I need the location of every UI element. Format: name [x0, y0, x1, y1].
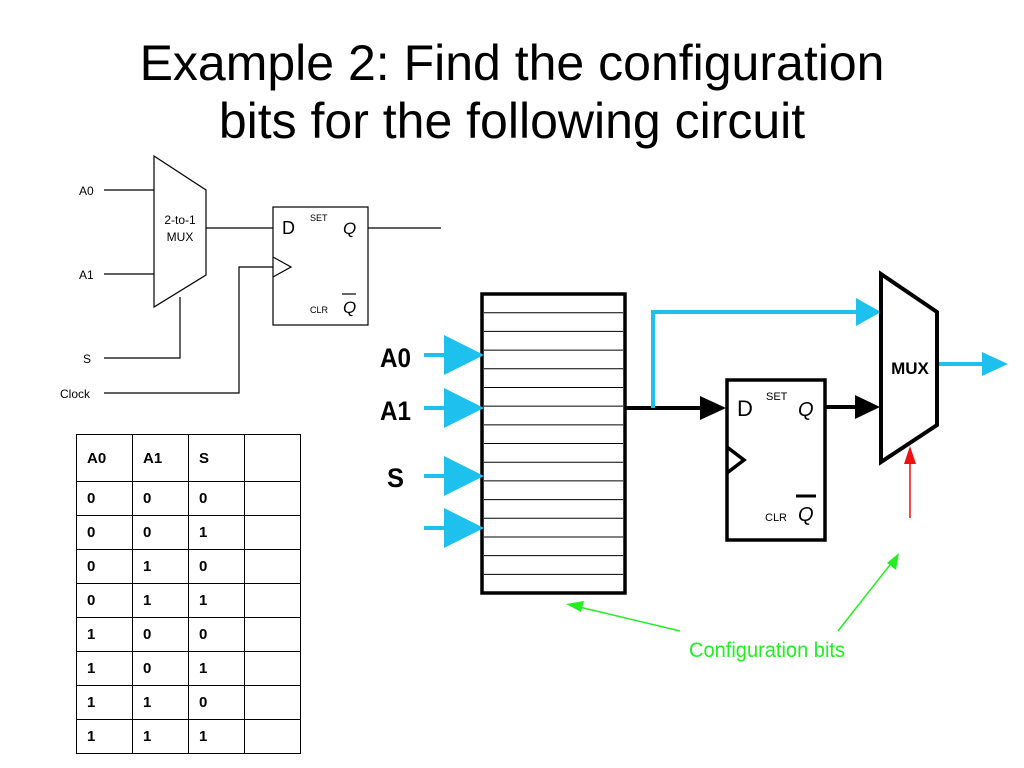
- truth-table-cell: 0: [132, 515, 189, 550]
- title-line-1: Example 2: Find the configuration: [139, 35, 885, 91]
- truth-table-cell: 0: [188, 617, 245, 652]
- ff-right-q: Q: [798, 399, 814, 421]
- label-a0-right: A0: [380, 343, 411, 373]
- wire-clock-left: [104, 266, 273, 394]
- truth-table-cell: [244, 481, 301, 516]
- truth-table-cell: 1: [132, 583, 189, 618]
- ff-left-q: Q: [343, 219, 356, 238]
- mux-right-label: MUX: [891, 359, 929, 378]
- ff-right-qbar: Q: [798, 504, 814, 526]
- label-a1-right: A1: [380, 396, 411, 426]
- truth-table-cell: [244, 617, 301, 652]
- truth-table-cell: 0: [76, 583, 133, 618]
- left-circuit: 2-to-1 MUX A0 A1 S Clock D SET Q CLR Q: [60, 154, 441, 401]
- truth-table-cell: 1: [132, 549, 189, 584]
- truth-table-header-cell: S: [188, 434, 245, 482]
- lut-block: [480, 292, 627, 595]
- green-arrow-to-mux: [837, 560, 894, 632]
- label-a1-left: A1: [79, 268, 94, 282]
- truth-table-header-cell: A1: [132, 434, 189, 482]
- ff-left-set: SET: [310, 213, 328, 223]
- configuration-bits-label: Configuration bits: [689, 639, 845, 662]
- mux-right-shape: [879, 270, 939, 466]
- label-clock-left: Clock: [60, 387, 91, 401]
- arrowhead-ff-to-mux: [855, 395, 880, 419]
- truth-table-cell: [244, 583, 301, 618]
- truth-table-cell: 1: [76, 617, 133, 652]
- truth-table-cell: 0: [188, 549, 245, 584]
- arrowhead-lut-to-ff: [700, 396, 726, 420]
- truth-table-cell: [244, 719, 301, 754]
- label-s-right: S: [387, 463, 404, 493]
- arrowhead-mux-output: [982, 352, 1008, 376]
- slide-title: Example 2: Find the configuration bits f…: [0, 34, 1024, 150]
- right-circuit: A0 A1 S D SET Q CLR Q MUX: [380, 270, 1008, 662]
- title-line-2: bits for the following circuit: [218, 93, 806, 149]
- truth-table-cell: 0: [188, 685, 245, 720]
- ff-left-clr: CLR: [310, 305, 329, 315]
- truth-table-cell: 0: [132, 617, 189, 652]
- ff-left-d: D: [282, 218, 295, 238]
- wire-bypass-to-mux: [651, 310, 862, 408]
- mux-left-shape: [153, 154, 207, 309]
- truth-table-cell: 0: [132, 481, 189, 516]
- truth-table-cell: 1: [188, 583, 245, 618]
- ff-right-clr: CLR: [765, 512, 787, 524]
- truth-table-cell: 0: [76, 549, 133, 584]
- green-arrowhead-mux: [887, 553, 899, 570]
- truth-table-cell: 1: [132, 719, 189, 754]
- truth-table-cell: 1: [76, 651, 133, 686]
- truth-table-cell: [244, 651, 301, 686]
- truth-table-cell: 0: [76, 515, 133, 550]
- clock-triangle-left: [272, 256, 293, 278]
- wire-s-left: [104, 297, 181, 359]
- truth-table-header-cell: A0: [76, 434, 133, 482]
- label-a0-left: A0: [79, 184, 94, 198]
- lut-row-lines: [484, 312, 623, 575]
- truth-table-cell: 0: [76, 481, 133, 516]
- green-arrowhead-lut: [566, 601, 584, 612]
- ff-right-set: SET: [766, 391, 788, 403]
- truth-table-cell: 1: [76, 685, 133, 720]
- truth-table-cell: 1: [132, 685, 189, 720]
- truth-table-cell: 0: [188, 481, 245, 516]
- truth-table-cell: 1: [188, 515, 245, 550]
- truth-table-cell: 1: [188, 651, 245, 686]
- truth-table-cell: [244, 515, 301, 550]
- mux-left-label-1: 2-to-1: [164, 213, 196, 227]
- ff-right-d: D: [737, 396, 753, 421]
- truth-table-cell: 0: [132, 651, 189, 686]
- truth-table-cell: [244, 549, 301, 584]
- red-select-arrowhead: [904, 446, 916, 464]
- truth-table-cell: [244, 685, 301, 720]
- truth-table-header-cell: [244, 434, 301, 482]
- truth-table-cell: 1: [76, 719, 133, 754]
- truth-table-cell: 1: [188, 719, 245, 754]
- ff-left-qbar: Q: [343, 298, 356, 317]
- label-s-left: S: [83, 352, 91, 366]
- mux-left-label-2: MUX: [167, 230, 194, 244]
- green-arrow-to-lut: [574, 605, 681, 632]
- arrowhead-bypass-to-mux: [856, 298, 881, 326]
- clock-triangle-right: [725, 445, 747, 475]
